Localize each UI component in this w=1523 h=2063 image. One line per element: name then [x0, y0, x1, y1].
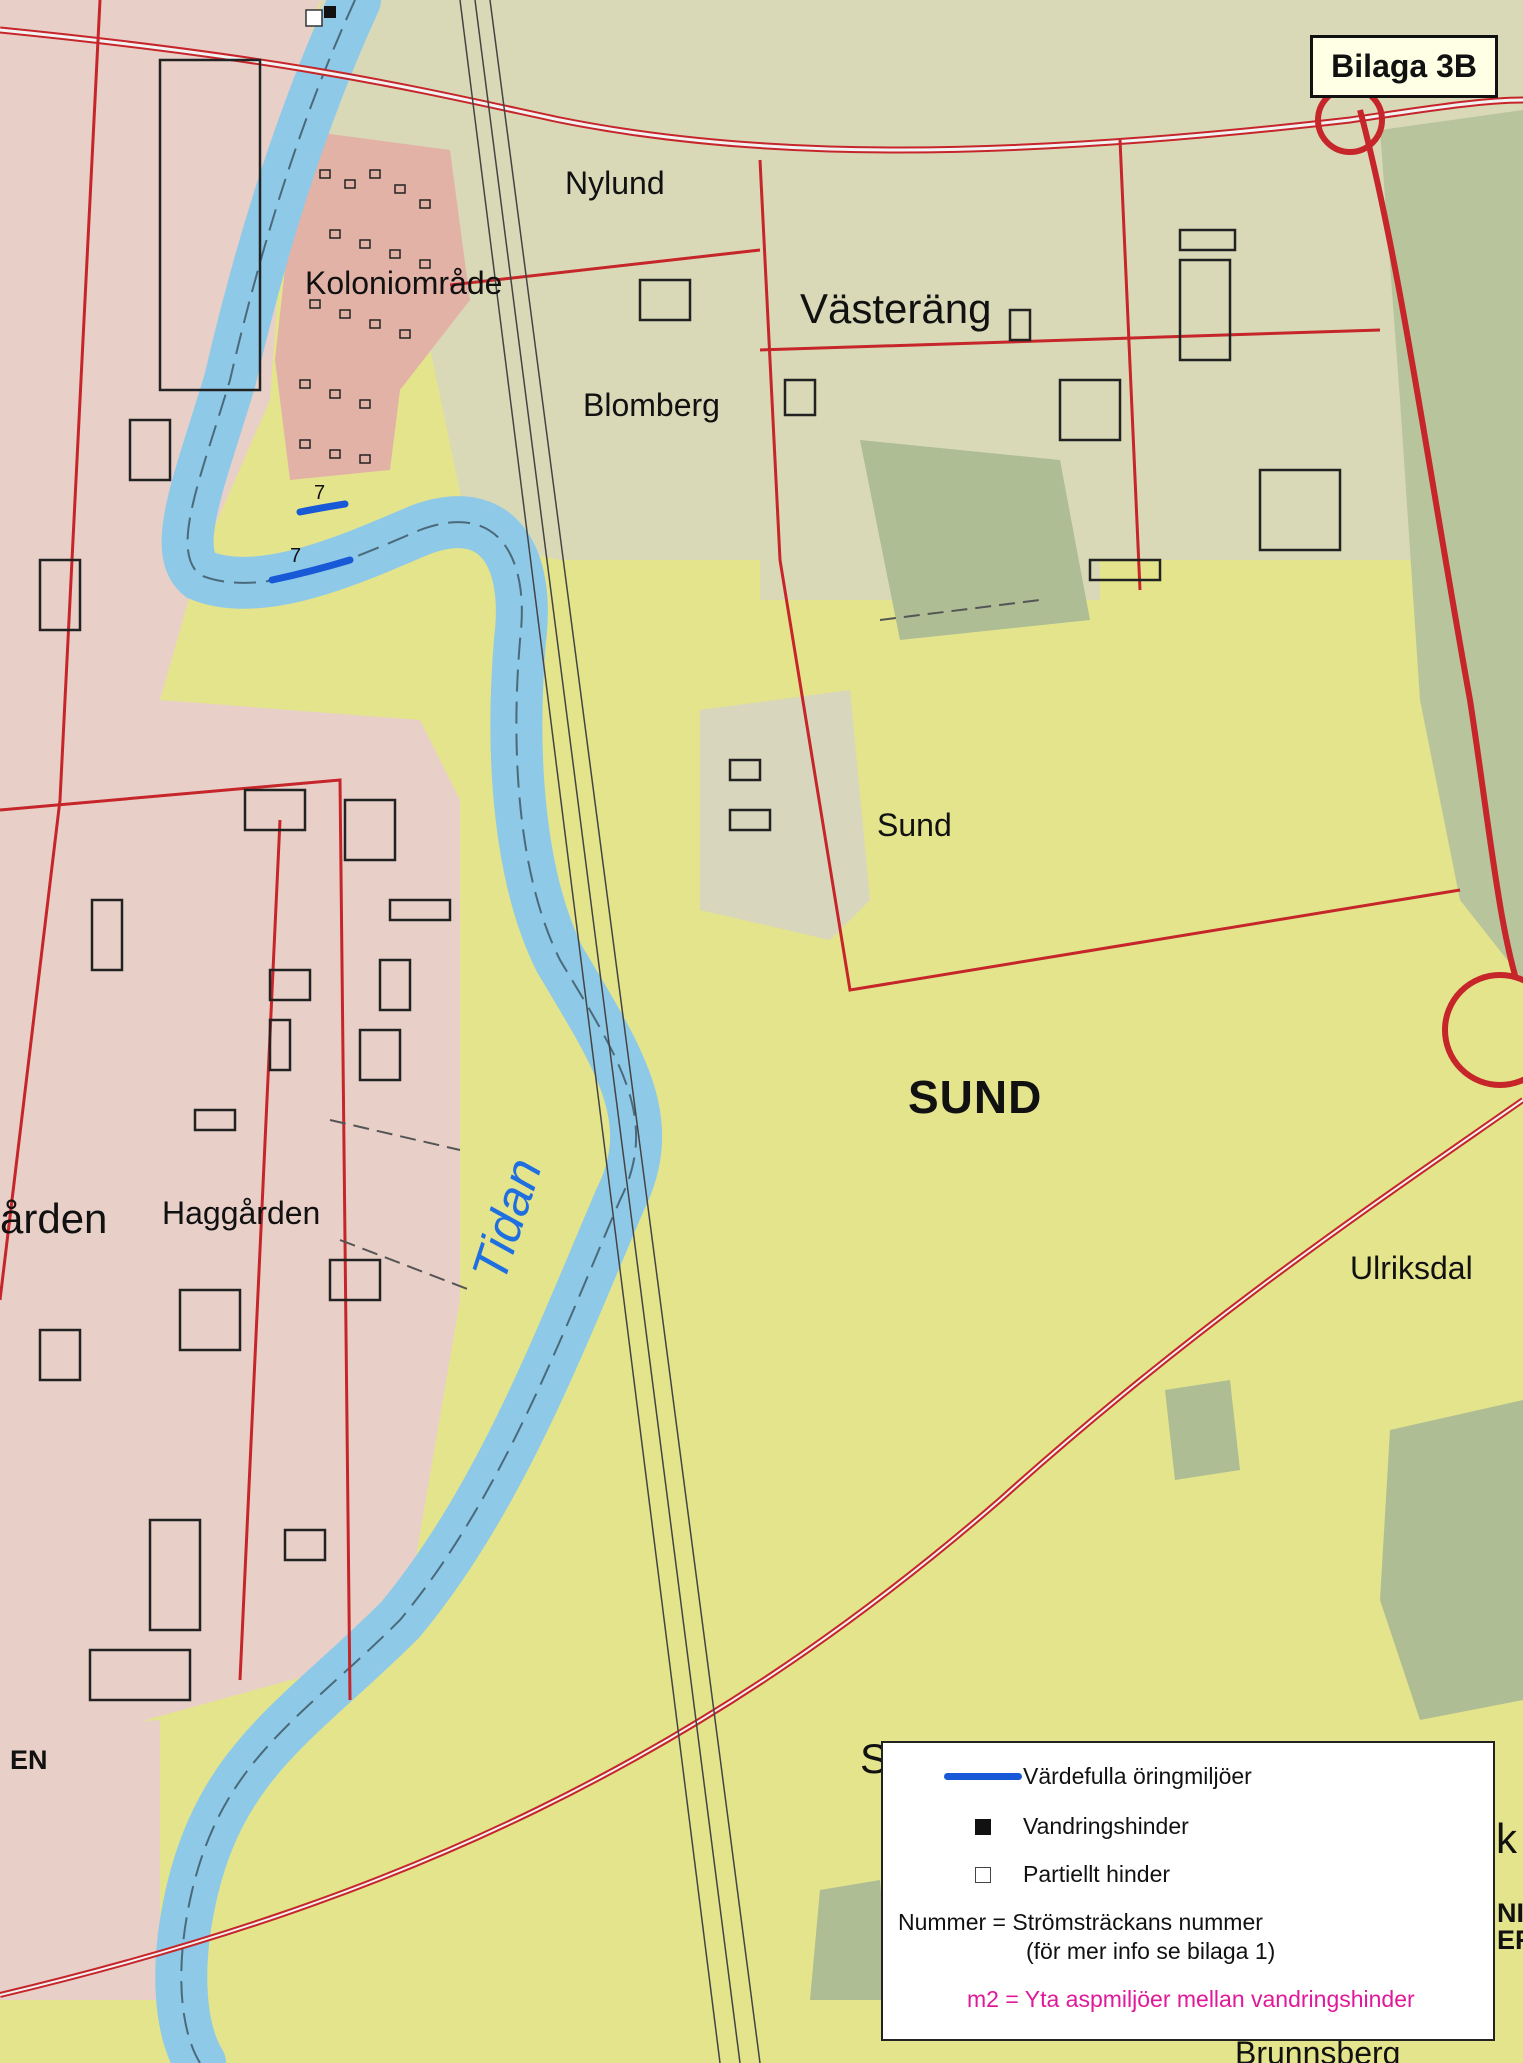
- place-label-nylund: Nylund: [565, 165, 665, 201]
- legend-item-trout: Värdefulla öringmiljöer: [943, 1763, 1252, 1790]
- buildings: [38, 58, 1342, 1702]
- legend-number-note: Nummer = Strömsträckans nummer: [898, 1909, 1263, 1935]
- place-label-koloniomrade: Koloniområde: [305, 265, 503, 301]
- road-settlement-1: [0, 778, 352, 1701]
- map-legend: Värdefulla öringmiljöer Vandringshinder …: [881, 1741, 1495, 2041]
- place-label-blomberg: Blomberg: [583, 387, 720, 423]
- road-east: [1357, 109, 1523, 1002]
- forest-area-north: [320, 0, 1523, 600]
- legend-label: Vandringshinder: [1023, 1813, 1189, 1839]
- road-north-inner: [0, 28, 1523, 152]
- place-label-sund-farm: Sund: [877, 807, 952, 843]
- legend-number-note-detail: (för mer info se bilaga 1): [1026, 1938, 1276, 1964]
- migration-obstacle-marker: [324, 6, 336, 18]
- roundabout-east: [1442, 972, 1523, 1088]
- legend-item-obstacle: Vandringshinder: [943, 1813, 1189, 1840]
- river-centerline: [180, 0, 638, 2063]
- forest-patch-small: [1165, 1380, 1240, 1480]
- place-label-en-partial: EN: [10, 1745, 48, 1775]
- koloni-huts: [299, 169, 431, 464]
- forest-patch-middle: [860, 440, 1090, 640]
- legend-label: Värdefulla öringmiljöer: [1023, 1763, 1252, 1789]
- empty-square-icon: [975, 1866, 991, 1883]
- place-label-haggarden: Haggården: [162, 1195, 321, 1231]
- power-line-2: [474, 0, 741, 2063]
- road-industrial: [1118, 139, 1142, 591]
- place-label-ulriksdal: Ulriksdal: [1350, 1250, 1473, 1286]
- place-label-er-partial: ER: [1497, 1925, 1523, 1955]
- settlement-bottom-left: [0, 1720, 160, 2000]
- road-sund: [758, 159, 1461, 992]
- road-koloni: [449, 248, 761, 287]
- annex-badge: Bilaga 3B: [1310, 35, 1498, 98]
- road-vastereng: [759, 328, 1381, 352]
- road-western: [0, 0, 102, 1301]
- trout-line-symbol: [944, 1773, 1022, 1780]
- place-label-k-partial: k: [1496, 1815, 1517, 1862]
- power-line-3: [489, 0, 761, 2063]
- filled-square-icon: [975, 1818, 991, 1835]
- place-label-vastereng: Västeräng: [800, 285, 992, 332]
- legend-label: Partiellt hinder: [1023, 1861, 1171, 1887]
- legend-item-partial: Partiellt hinder: [943, 1861, 1170, 1888]
- road-settlement-2: [238, 819, 282, 1681]
- road-diagonal-inner: [0, 1099, 1523, 1996]
- partial-obstacle-marker: [305, 9, 323, 27]
- koloni-area: [275, 130, 470, 480]
- forest-patch-sund: [700, 690, 870, 940]
- property-boundary: [329, 599, 1041, 1291]
- trout-habitat-segment-2: [268, 556, 354, 584]
- legend-aspen-note: m2 = Yta aspmiljöer mellan vandringshind…: [967, 1986, 1415, 2012]
- place-label-garden-partial: ården: [0, 1195, 108, 1242]
- stream-number: 7: [290, 545, 302, 567]
- forest-patch-east: [1380, 110, 1523, 980]
- forest-patch-se: [1380, 1400, 1523, 1720]
- stream-number: 7: [314, 482, 326, 504]
- trout-habitat-segment-1: [296, 500, 349, 516]
- place-label-sund-area: SUND: [908, 1071, 1043, 1123]
- forest-patch-bottom: [810, 1880, 890, 2000]
- place-label-ni-partial: NI: [1497, 1898, 1523, 1928]
- power-line-1: [459, 0, 721, 2063]
